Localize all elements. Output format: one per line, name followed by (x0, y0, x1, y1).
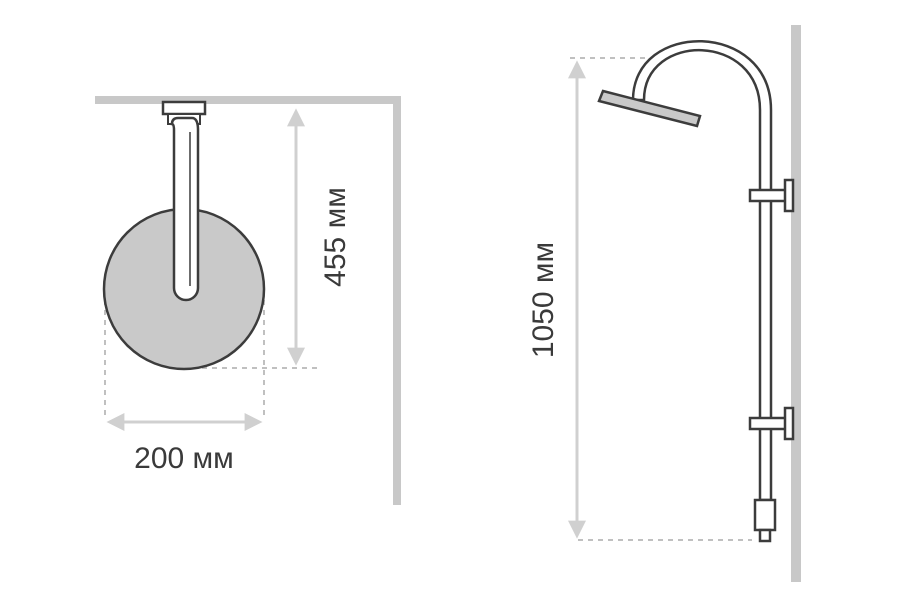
riser-pipe (631, 40, 773, 502)
upper-wall-bracket (748, 178, 795, 213)
side-view: 1050 мм (527, 25, 801, 582)
lower-wall-bracket (748, 406, 795, 441)
height-dimension-label: 455 мм (319, 187, 352, 287)
ceiling-mount-plate (161, 100, 207, 116)
overhead-shower-head (597, 89, 702, 128)
side-view-guides (570, 57, 752, 541)
bottom-connector (753, 498, 777, 543)
total-height-label: 1050 мм (527, 242, 560, 358)
wall-corner (95, 96, 401, 505)
top-view: 455 мм 200 мм (95, 96, 401, 505)
top-view-guides (104, 300, 322, 418)
width-dimension-label: 200 мм (134, 442, 234, 475)
shower-arm (170, 116, 200, 302)
